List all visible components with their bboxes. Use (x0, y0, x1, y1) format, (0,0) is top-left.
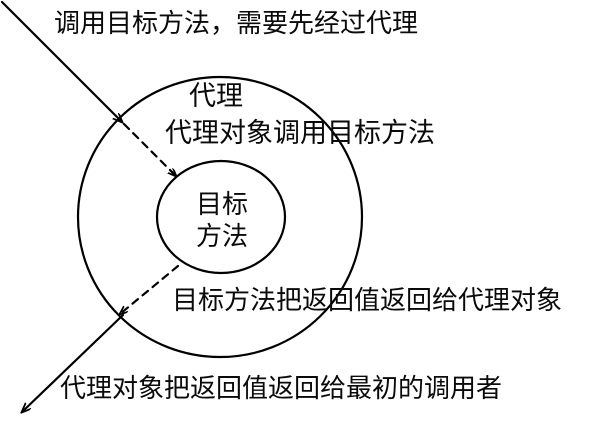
target-to-proxy-return-arrow (120, 264, 180, 314)
proxy-circle-label: 代理 (189, 81, 243, 111)
caption-proxy-invokes-target: 代理对象调用目标方法 (165, 118, 435, 148)
proxy-boundary-circle (76, 75, 364, 359)
target-method-label-line2: 方法 (195, 220, 248, 251)
proxy-to-caller-return-arrow (22, 313, 125, 412)
target-method-label-line1: 目标 (195, 189, 248, 219)
target-method-label: 目标 方法 (190, 189, 254, 252)
caption-call-target: 调用目标方法，需要先经过代理 (54, 8, 419, 38)
incoming-call-arrow (0, 0, 122, 122)
proxy-to-target-arrow (122, 122, 176, 176)
target-method-circle (155, 159, 287, 275)
caption-return-to-caller: 代理对象把返回值返回给最初的调用者 (60, 373, 503, 403)
caption-return-to-proxy: 目标方法把返回值返回给代理对象 (172, 285, 563, 315)
